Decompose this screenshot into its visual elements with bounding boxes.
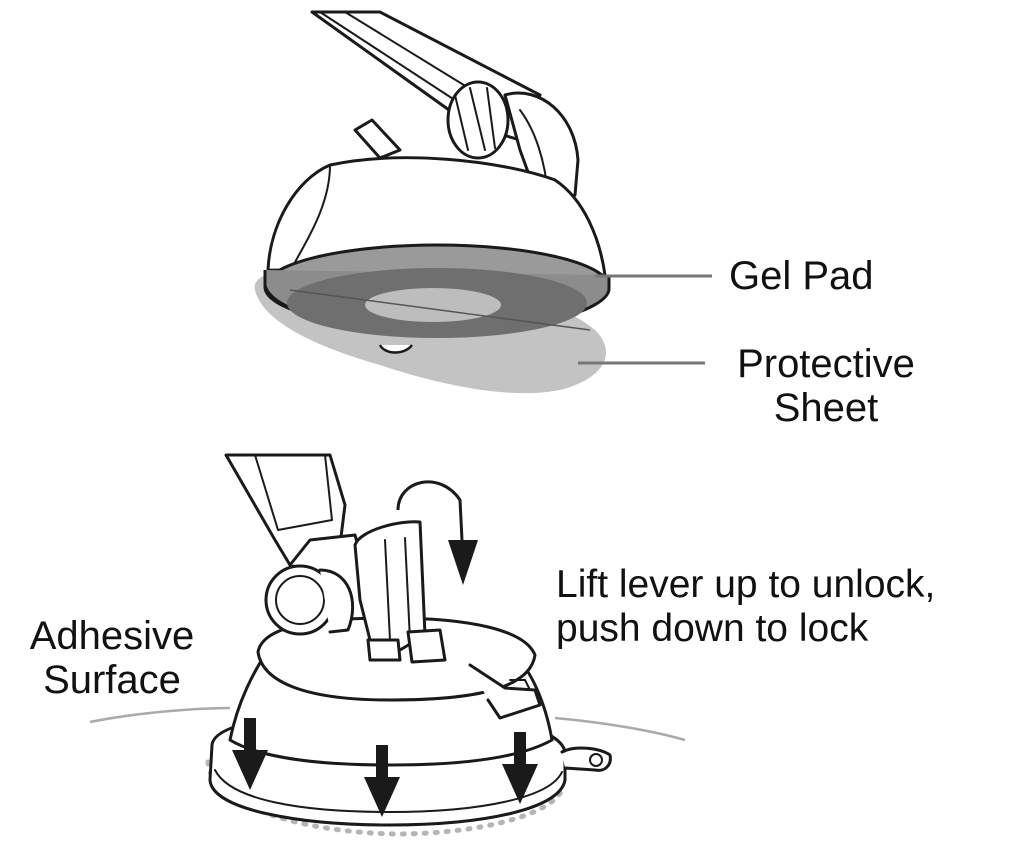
press-arrow-right	[502, 732, 538, 804]
adhesive-surface-label: Adhesive Surface	[12, 614, 212, 702]
protective-sheet-line2: Sheet	[773, 386, 879, 430]
top-dome	[266, 156, 607, 277]
top-mount	[266, 10, 607, 277]
release-tab	[560, 746, 612, 772]
lever-instruction-line2: push down to lock	[556, 607, 869, 650]
press-arrow-left	[232, 718, 268, 790]
press-arrows	[232, 718, 538, 817]
lever-instruction-line1: Lift lever up to unlock,	[556, 563, 936, 606]
gel-pad-shape	[263, 243, 611, 338]
top-joint	[503, 91, 580, 207]
adhesive-surface-line2: Surface	[43, 658, 181, 702]
bottom-mount	[208, 453, 612, 827]
rotate-arrow	[396, 480, 478, 585]
protective-sheet-line1: Protective	[737, 342, 915, 386]
adhesive-surface-line	[89, 706, 686, 742]
top-lever	[353, 118, 402, 160]
lever-instruction: Lift lever up to unlock, push down to lo…	[556, 563, 935, 651]
protective-sheet-label: Protective Sheet	[716, 342, 936, 430]
pad-tab	[378, 344, 414, 354]
press-arrow-middle	[364, 745, 400, 817]
adhesive-surface-line1: Adhesive	[29, 614, 195, 658]
gel-pad-label: Gel Pad	[729, 254, 874, 298]
